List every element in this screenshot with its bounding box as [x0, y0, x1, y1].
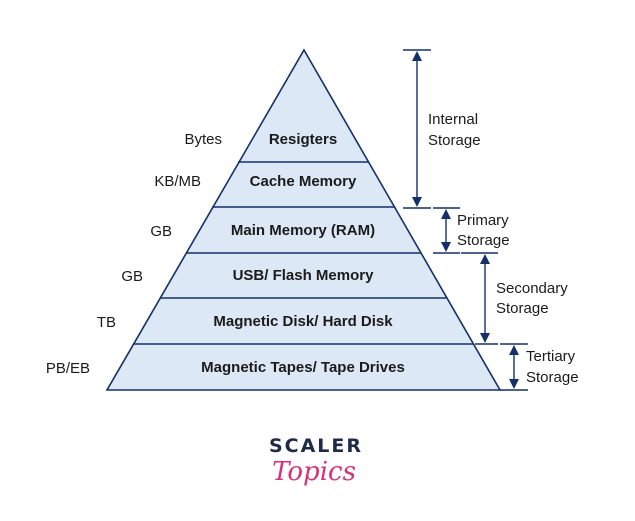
logo-wordmark-topics: Topics — [272, 457, 356, 487]
storage-label-internal-1: Internal — [428, 111, 478, 128]
level-label-usb-flash: USB/ Flash Memory — [233, 267, 375, 284]
logo-wordmark-scaler: SCALER — [269, 435, 363, 457]
unit-label-kbmb: KB/MB — [154, 173, 201, 190]
level-label-magnetic-tapes: Magnetic Tapes/ Tape Drives — [201, 359, 405, 376]
storage-label-tertiary-1: Tertiary — [526, 348, 576, 365]
storage-label-primary-1: Primary — [457, 212, 509, 229]
bracket-primary — [433, 207, 460, 254]
storage-label-tertiary-2: Storage — [526, 369, 579, 386]
bracket-tertiary — [500, 343, 528, 391]
storage-label-primary-2: Storage — [457, 232, 510, 249]
level-label-cache: Cache Memory — [250, 173, 357, 190]
level-label-registers: Resigters — [269, 131, 337, 148]
level-label-main-memory: Main Memory (RAM) — [231, 222, 375, 239]
unit-label-pbeb: PB/EB — [46, 360, 90, 377]
pyramid — [105, 48, 502, 391]
bracket-internal — [403, 49, 431, 209]
pyramid-outline — [105, 48, 502, 391]
storage-label-secondary-2: Storage — [496, 300, 549, 317]
bracket-secondary — [461, 252, 498, 345]
unit-label-gb-main: GB — [150, 223, 172, 240]
level-label-magnetic-disk: Magnetic Disk/ Hard Disk — [213, 313, 393, 330]
storage-label-internal-2: Storage — [428, 132, 481, 149]
unit-label-gb-usb: GB — [121, 268, 143, 285]
storage-label-secondary-1: Secondary — [496, 280, 568, 297]
scaler-topics-logo: SCALER Topics — [269, 435, 363, 487]
unit-label-bytes: Bytes — [184, 131, 222, 148]
unit-label-tb: TB — [97, 314, 116, 331]
range-brackets — [403, 49, 528, 391]
